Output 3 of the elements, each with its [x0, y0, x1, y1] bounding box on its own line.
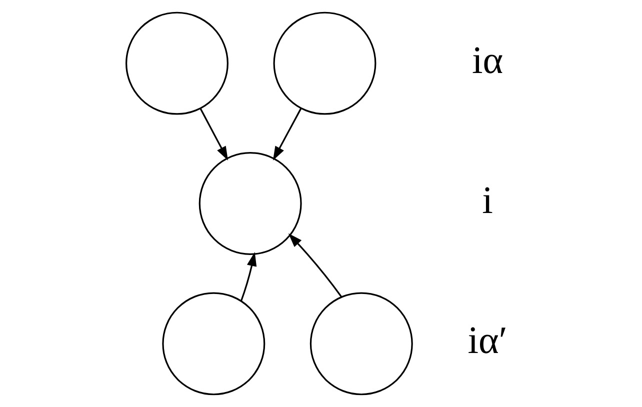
label: iα — [472, 38, 503, 82]
label: iα′ — [467, 319, 507, 362]
label: i — [482, 178, 492, 222]
